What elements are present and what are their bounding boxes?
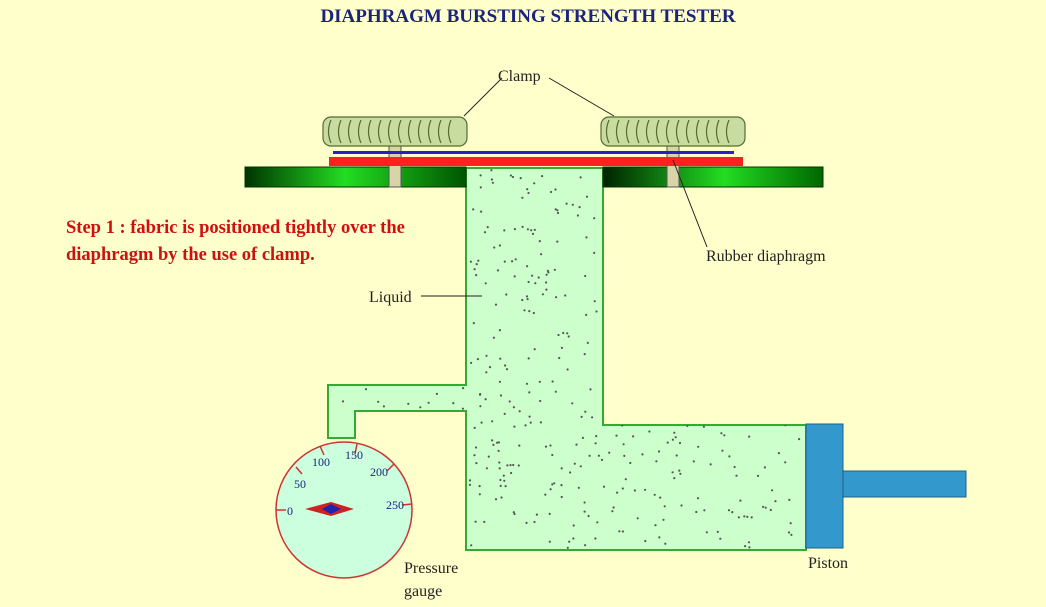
- piston: [805, 423, 967, 549]
- label-pressure-gauge-1: Pressure: [404, 560, 458, 577]
- gauge-tick-50: 50: [294, 477, 306, 491]
- gauge-tick-0: 0: [287, 504, 293, 518]
- label-pressure-gauge-2: gauge: [404, 583, 442, 600]
- left-base-plate: [244, 166, 467, 188]
- rubber-diaphragm-strip: [329, 157, 743, 166]
- label-piston: Piston: [808, 555, 848, 572]
- liquid-particles: [341, 169, 801, 549]
- page-title: DIAPHRAGM BURSTING STRENGTH TESTER: [320, 6, 736, 27]
- right-clamp: [600, 116, 746, 147]
- step-description: Step 1 : fabric is positioned tightly ov…: [66, 218, 405, 265]
- gauge-tick-100: 100: [312, 455, 330, 469]
- liquid-body: [327, 167, 807, 551]
- label-rubber-diaphragm: Rubber diaphragm: [706, 248, 826, 265]
- gauge-needle: [305, 502, 354, 516]
- gauge-tick-150: 150: [345, 448, 363, 462]
- label-liquid: Liquid: [369, 289, 412, 306]
- label-clamp: Clamp: [498, 68, 541, 85]
- gauge-tick-250: 250: [386, 498, 404, 512]
- fabric-strip: [333, 151, 734, 154]
- gauge-tick-200: 200: [370, 465, 388, 479]
- pressure-gauge: 0 50 100 150 200 250: [275, 441, 413, 579]
- right-base-plate: [602, 166, 824, 188]
- left-clamp: [322, 116, 468, 147]
